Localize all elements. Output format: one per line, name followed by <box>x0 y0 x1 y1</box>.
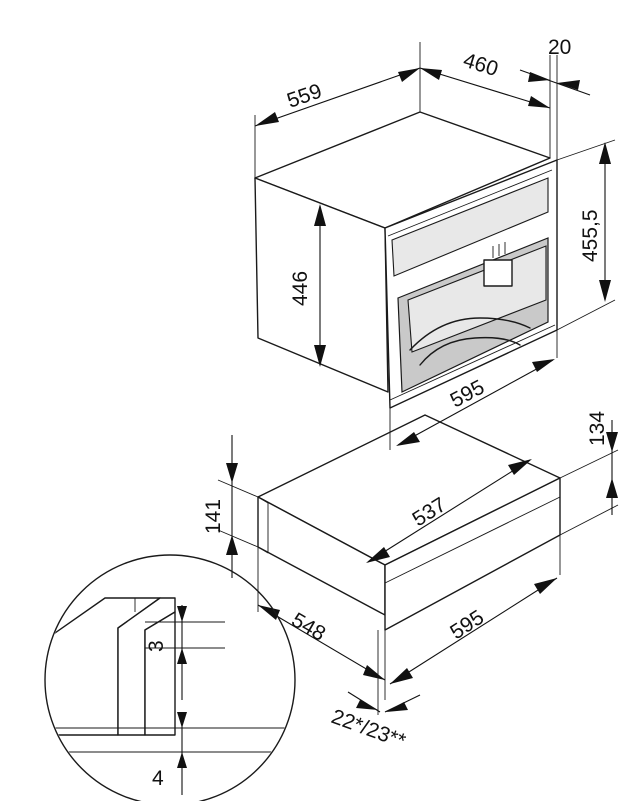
drip-tray <box>409 317 531 351</box>
oven-dimensions <box>254 42 616 450</box>
arrow <box>599 142 611 164</box>
arrow <box>528 72 550 82</box>
label-446: 446 <box>289 271 312 306</box>
arrow <box>356 700 378 710</box>
oven-side-face <box>254 177 389 393</box>
arrow <box>396 432 420 446</box>
arrow <box>177 606 187 622</box>
label-gap-3: 3 <box>145 640 168 652</box>
arrow <box>557 80 580 90</box>
arrow <box>606 478 618 498</box>
arrow <box>226 535 238 555</box>
oven-unit <box>254 111 558 409</box>
drawer-unit <box>257 414 561 631</box>
arrow <box>534 578 557 594</box>
label-559: 559 <box>284 80 325 113</box>
arrow <box>314 204 326 226</box>
arrow <box>599 280 611 302</box>
drawer-dimensions <box>217 420 619 715</box>
arrow <box>528 96 550 108</box>
label-455-5: 455,5 <box>579 209 602 262</box>
arrow <box>532 359 555 372</box>
label-141: 141 <box>202 499 225 534</box>
arrow <box>226 463 238 483</box>
coffee-dispenser <box>483 259 513 287</box>
arrow <box>363 665 385 680</box>
label-595-oven: 595 <box>447 376 489 413</box>
control-panel <box>391 177 549 277</box>
detail-magnifier <box>44 554 296 801</box>
arrow <box>314 345 326 367</box>
arrow <box>420 68 442 80</box>
label-22-23: 22*/23** <box>328 705 408 753</box>
label-20: 20 <box>548 36 571 59</box>
label-548: 548 <box>288 608 330 645</box>
label-460: 460 <box>461 49 501 81</box>
label-595-drawer: 595 <box>446 606 488 644</box>
arrow <box>366 547 390 563</box>
detail-circle <box>44 554 296 801</box>
arrow <box>398 68 420 82</box>
arrow <box>258 605 280 620</box>
arrow <box>255 112 279 126</box>
arrow <box>177 752 187 768</box>
arrow <box>177 712 187 728</box>
arrow <box>390 668 413 684</box>
label-gap-4: 4 <box>152 767 164 790</box>
arrow <box>177 648 187 664</box>
label-134: 134 <box>586 411 609 446</box>
arrow <box>508 459 532 475</box>
arrow <box>386 702 408 712</box>
arrow <box>606 432 618 452</box>
